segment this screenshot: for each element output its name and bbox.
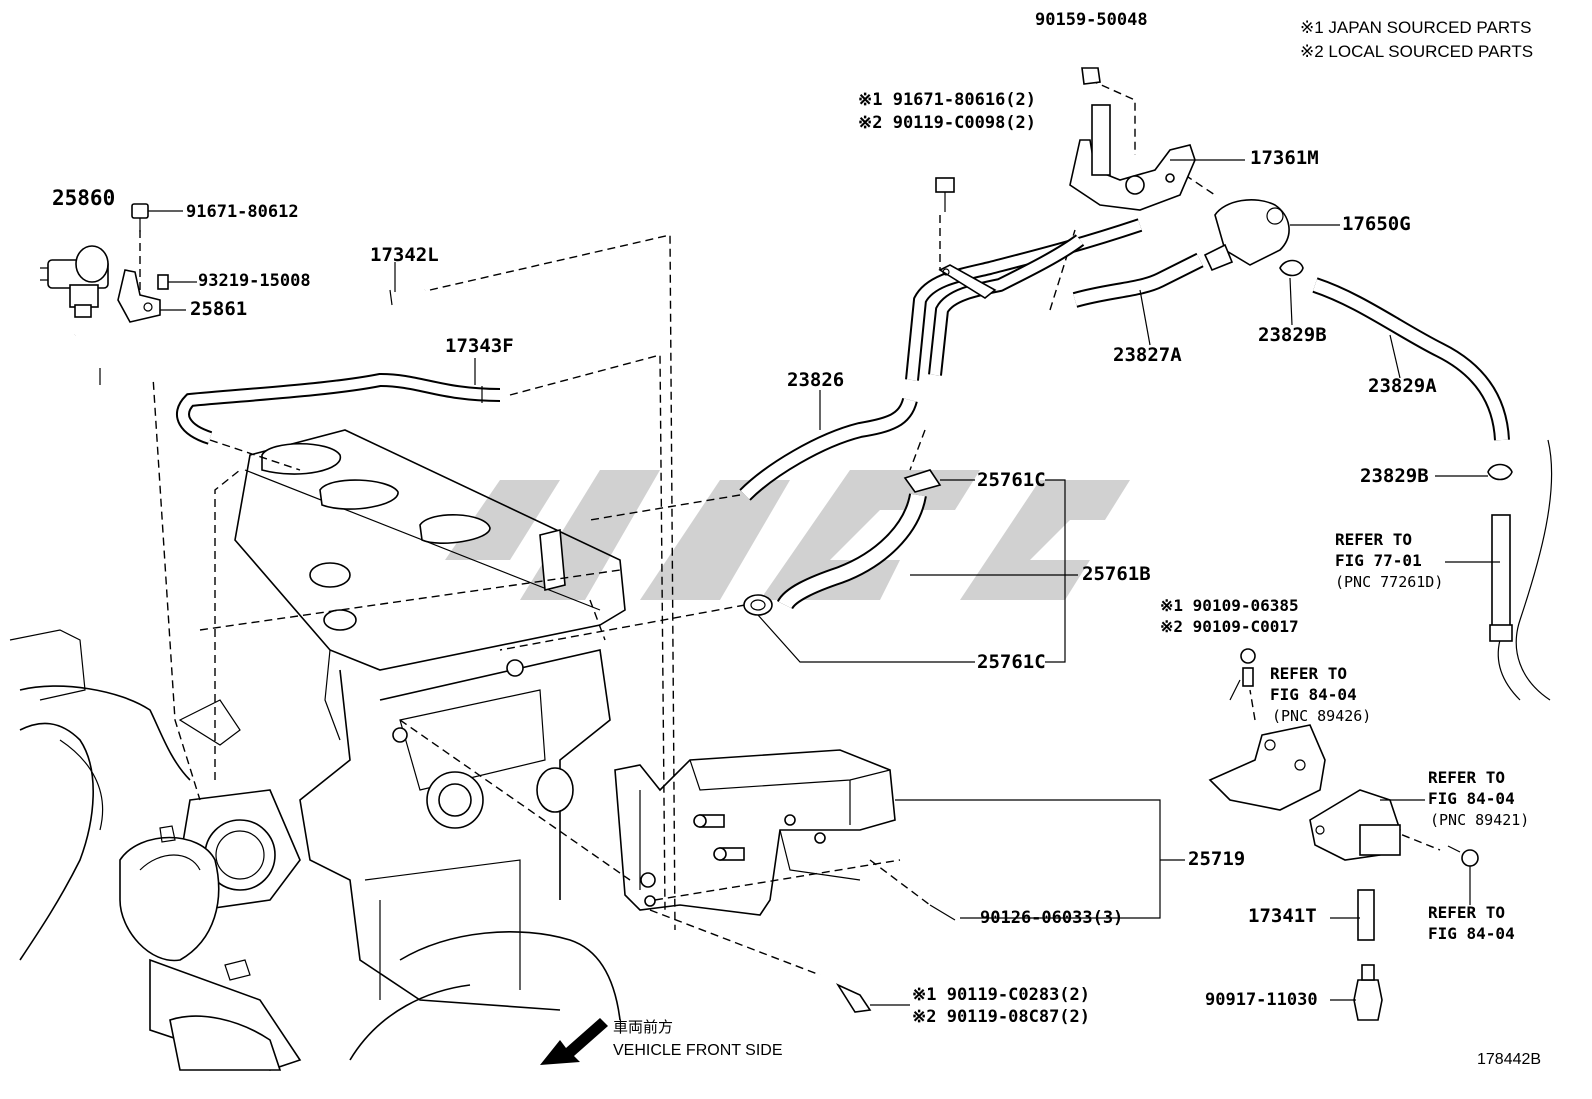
ref-77-01-title: REFER TO [1335,530,1413,549]
part-label-17650G[interactable]: 17650G [1342,213,1411,235]
bolt-89421 [1447,845,1479,867]
part-label-90109-C0017[interactable]: ※2 90109-C0017 [1160,617,1299,636]
bolt-90126 [929,904,956,921]
hose-25761B [776,493,927,610]
part-label-90119-C0283[interactable]: ※1 90119-C0283(2) [912,985,1091,1005]
hose-17342L [59,285,427,391]
tube-17341T [1357,889,1375,941]
part-label-25861[interactable]: 25861 [190,298,248,320]
part-label-17361M[interactable]: 17361M [1250,147,1319,169]
part-label-90159-50048[interactable]: 90159-50048 [1035,10,1148,30]
part-label-91671-80616[interactable]: ※1 91671-80616(2) [858,90,1037,110]
ref-84-04-b-fig[interactable]: FIG 84-04 [1428,789,1515,808]
part-label-23827A[interactable]: 23827A [1113,344,1182,366]
front-arrow-icon [540,1018,608,1065]
clip-23829B-top [1279,259,1304,277]
hose-23826 [739,397,918,501]
part-label-23829B-top[interactable]: 23829B [1258,324,1327,346]
guide-lines [139,79,1441,976]
hose-23827A [1072,252,1204,308]
part-label-25761C-top[interactable]: 25761C [977,469,1046,491]
ref-84-04-a-pnc: (PNC 89426) [1272,707,1372,725]
legend-japan-sourced: ※1 JAPAN SOURCED PARTS [1300,18,1532,37]
ref-77-01-fig[interactable]: FIG 77-01 [1335,551,1422,570]
bolt-93219 [157,274,190,290]
ref-84-04-c-title: REFER TO [1428,903,1506,922]
part-label-25761B[interactable]: 25761B [1082,563,1151,585]
part-label-90917-11030[interactable]: 90917-11030 [1205,990,1318,1010]
ref-84-04-b-pnc: (PNC 89421) [1430,811,1530,829]
bolt-91671-80616 [935,177,955,212]
figure-id: 178442B [1477,1051,1542,1068]
part-label-90119-08C87[interactable]: ※2 90119-08C87(2) [912,1007,1091,1027]
leader-lines [148,159,1500,1006]
direction-label-en: VEHICLE FRONT SIDE [613,1042,783,1059]
hose-23829A [1312,277,1510,441]
ref-84-04-c-fig[interactable]: FIG 84-04 [1428,924,1515,943]
vsv-25860 [40,245,109,318]
ref-84-04-a-title: REFER TO [1270,664,1348,683]
bolt-90159 [1081,67,1101,85]
part-label-25860[interactable]: 25860 [52,186,116,210]
ref-84-04-a-fig[interactable]: FIG 84-04 [1270,685,1357,704]
ref-84-04-b-title: REFER TO [1428,768,1506,787]
part-label-23829A[interactable]: 23829A [1368,375,1437,397]
part-label-25761C-bottom[interactable]: 25761C [977,651,1046,673]
bolt-91671-80612 [131,203,149,232]
part-label-90126-06033[interactable]: 90126-06033(3) [980,908,1124,928]
part-label-90119-C0098[interactable]: ※2 90119-C0098(2) [858,113,1037,133]
part-label-17343F[interactable]: 17343F [445,335,514,357]
engine-assembly [9,429,626,1071]
hose-17343F [176,372,501,445]
part-label-93219-15008[interactable]: 93219-15008 [198,271,311,291]
clip-23829B-right [1487,463,1513,481]
bracket-89426 [1208,724,1326,811]
ref-77-01-pnc: (PNC 77261D) [1335,573,1444,591]
direction-label-jp: 車両前方 [613,1019,674,1036]
part-label-90109-06385[interactable]: ※1 90109-06385 [1160,596,1299,615]
part-label-23829B-right[interactable]: 23829B [1360,465,1429,487]
bracket-17361M [1069,104,1196,211]
clip-25761C-bottom [743,594,773,616]
tube-77261D [1489,439,1553,701]
legend-local-sourced: ※2 LOCAL SOURCED PARTS [1300,42,1534,61]
sensor-89421 [1309,789,1401,861]
valve-90917 [1353,964,1383,1021]
part-label-91671-80612[interactable]: 91671-80612 [186,202,299,222]
part-label-17341T[interactable]: 17341T [1248,905,1317,927]
part-label-23826[interactable]: 23826 [787,369,845,391]
bracket-25861 [117,269,161,323]
clip-25761C-top [903,469,942,493]
part-label-17342L[interactable]: 17342L [370,244,439,266]
valve-17650G [1203,199,1290,272]
pipe-assembly [905,218,1143,381]
cover-25719 [614,749,896,916]
bolt-90119 [835,983,872,1013]
part-label-25719[interactable]: 25719 [1188,848,1246,870]
bolt-90109 [1240,648,1256,687]
